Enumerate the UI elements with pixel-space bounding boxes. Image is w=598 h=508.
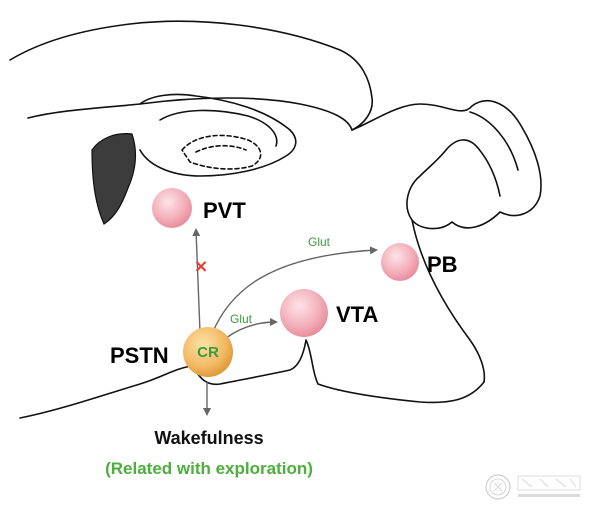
corpus-callosum (139, 93, 297, 177)
pvt-label: PVT (203, 198, 246, 223)
wakefulness-title: Wakefulness (154, 428, 263, 448)
glut-label-vta: Glut (230, 312, 253, 326)
glut-label-pb: Glut (308, 235, 331, 249)
blocked-projection-mark: × (193, 256, 208, 277)
brain-outline-ventral (19, 339, 485, 419)
pb-nucleus (381, 243, 419, 281)
brain-outline-cortex-inner (27, 97, 353, 131)
pstn-label: PSTN (110, 343, 169, 368)
brain-outline-upper (9, 20, 374, 131)
brainstem-ventral (411, 219, 486, 383)
pb-label: PB (427, 252, 458, 277)
pvt-nucleus (152, 188, 192, 228)
cerebellum-fold-2 (469, 111, 519, 171)
vta-label: VTA (336, 302, 378, 327)
cerebellum-fold-1 (445, 139, 501, 197)
hippocampus-dashed-inner (195, 144, 247, 153)
brain-outline-hindbrain (351, 100, 542, 230)
university-watermark-logo (485, 474, 581, 500)
pstn-nucleus (183, 327, 233, 377)
cr-label: CR (197, 344, 219, 361)
wakefulness-subtitle: (Related with exploration) (105, 459, 313, 478)
vta-nucleus (280, 289, 328, 337)
arrow-pstn-to-pb (211, 246, 378, 335)
hippocampus-dashed (181, 134, 262, 170)
arrow-pstn-to-pvt (192, 228, 201, 333)
lateral-ventricle (91, 133, 137, 225)
arrow-pstn-to-vta (225, 318, 278, 339)
fornix-region (159, 109, 278, 147)
